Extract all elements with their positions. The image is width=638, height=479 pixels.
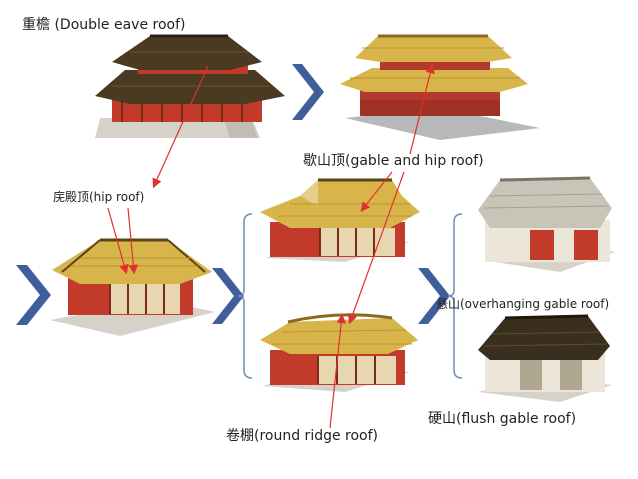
double-eave-building-photo — [340, 34, 540, 140]
bracket-icon — [237, 213, 253, 379]
hip-roof-building-illustration — [50, 238, 215, 336]
overhanging-gable-label: 悬山(overhanging gable roof) — [436, 297, 610, 311]
chevron-right-icon — [292, 64, 324, 120]
overhanging-gable-building-illustration — [478, 176, 615, 272]
pointer-arrow-icon — [409, 63, 435, 155]
pointer-arrow-icon — [152, 65, 209, 189]
pointer-arrow-icon — [127, 207, 139, 275]
flush-gable-building-illustration — [478, 314, 612, 402]
bracket-icon — [447, 213, 463, 379]
pointer-arrow-icon — [107, 207, 129, 275]
round-ridge-label: 卷棚(round ridge roof) — [226, 428, 379, 444]
pointer-arrow-icon — [329, 313, 347, 429]
hip-roof-label: 庑殿顶(hip roof) — [53, 190, 145, 204]
pointer-arrow-icon — [360, 171, 393, 212]
double-eave-label: 重檐 (Double eave roof) — [22, 17, 186, 33]
flush-gable-label: 硬山(flush gable roof) — [428, 411, 577, 427]
gable-and-hip-label: 歇山顶(gable and hip roof) — [303, 153, 484, 169]
double-eave-building-illustration — [95, 34, 285, 138]
pointer-arrow-icon — [347, 171, 405, 325]
chevron-right-icon — [212, 268, 244, 324]
chevron-right-icon — [418, 268, 450, 324]
chevron-right-icon — [16, 265, 51, 325]
round-ridge-building-illustration — [260, 313, 418, 392]
gable-and-hip-building-illustration — [260, 178, 420, 262]
